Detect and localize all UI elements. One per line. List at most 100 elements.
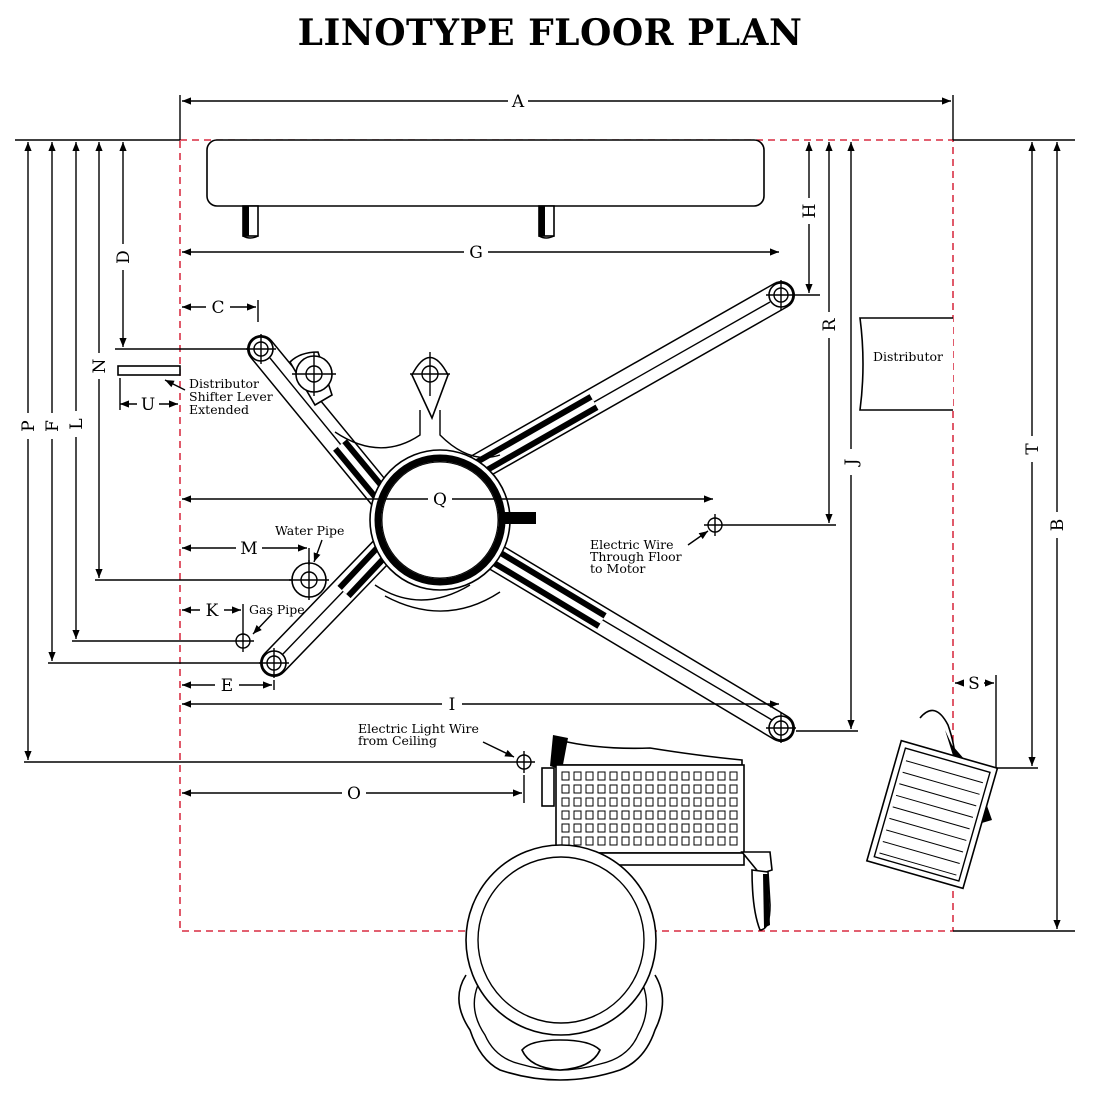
dimension-labels: A B T C D E F G H I J K L M N O P: [18, 91, 1068, 804]
keyboard-key: [645, 823, 654, 833]
keyboard-key: [585, 823, 594, 833]
keyboard-key: [573, 836, 582, 846]
keyboard-key: [717, 797, 726, 807]
keyboard-key: [585, 836, 594, 846]
keyboard-key: [693, 810, 702, 820]
keyboard-key: [621, 771, 630, 781]
keyboard-key: [585, 797, 594, 807]
light-note-line-2: from Ceiling: [358, 733, 437, 748]
keyboard-key: [681, 771, 690, 781]
distributor-shifter-lever: [117, 365, 181, 376]
keyboard-key: [669, 823, 678, 833]
keyboard-key: [681, 810, 690, 820]
keyboard-key: [705, 836, 714, 846]
wire-note-line-3: to Motor: [590, 561, 645, 576]
keyboard-key: [561, 797, 570, 807]
dimension-label-n: N: [90, 358, 110, 373]
keyboard-key: [597, 836, 606, 846]
machine-base-frame: [247, 281, 795, 742]
copy-holder-line: [885, 829, 964, 853]
keyboard-key: [633, 810, 642, 820]
keyboard-key: [693, 797, 702, 807]
copy-holder: [865, 709, 999, 890]
lug-hole-upper-center: [410, 352, 450, 396]
keyboard-key: [717, 784, 726, 794]
keyboard-key: [645, 784, 654, 794]
dimension-label-d: D: [114, 250, 134, 264]
keyboard-key: [645, 810, 654, 820]
dimension-label-r: R: [820, 317, 840, 331]
keyboard-key: [573, 823, 582, 833]
copy-holder-line: [889, 817, 967, 841]
keyboard-key: [609, 836, 618, 846]
leg-pivot-lower-left: [259, 648, 289, 678]
keyboard-key: [609, 823, 618, 833]
keyboard-key: [705, 797, 714, 807]
copy-holder-line: [895, 794, 974, 818]
keyboard-key: [669, 784, 678, 794]
keyboard-key: [621, 823, 630, 833]
leg-pivot-upper-left: [246, 334, 276, 364]
dimension-label-h: H: [800, 204, 820, 219]
shifter-note-line-3: Extended: [189, 402, 249, 417]
keyboard-key: [585, 810, 594, 820]
keyboard-key: [621, 784, 630, 794]
keyboard-key: [693, 771, 702, 781]
keyboard-key: [597, 771, 606, 781]
base-leg-lower-right: [483, 544, 795, 742]
dimension-label-j: J: [842, 458, 862, 467]
keyboard-key: [597, 810, 606, 820]
keyboard-key: [633, 797, 642, 807]
keyboard-key: [609, 771, 618, 781]
dimension-label-k: K: [206, 601, 219, 621]
keyboard-key: [633, 784, 642, 794]
electric-wire-point: [704, 514, 726, 536]
annotations: Distributor Shifter Lever Extended Water…: [189, 376, 682, 748]
dimension-label-m: M: [240, 539, 257, 559]
leg-pivot-lower-right: [766, 713, 796, 743]
dimension-label-e: E: [221, 676, 233, 696]
dimension-label-u: U: [141, 395, 155, 415]
keyboard-key: [717, 771, 726, 781]
keyboard-key: [573, 810, 582, 820]
keyboard-key: [669, 797, 678, 807]
wire-note-line-2: Through Floor: [590, 549, 682, 564]
lug-hole-upper-left: [292, 352, 336, 396]
keyboard-key: [657, 836, 666, 846]
keyboard-key: [609, 810, 618, 820]
keyboard-key: [597, 784, 606, 794]
dimension-label-c: C: [211, 298, 224, 318]
keyboard-key: [633, 771, 642, 781]
keyboard-key: [657, 797, 666, 807]
keyboard-key: [657, 771, 666, 781]
dimension-label-b: B: [1048, 519, 1068, 532]
shifter-note-line-1: Distributor: [189, 376, 259, 391]
dimension-label-g: G: [469, 243, 483, 263]
gas-pipe-label: Gas Pipe: [249, 602, 305, 617]
keyboard-key: [561, 771, 570, 781]
copy-holder-line: [882, 840, 960, 864]
dimension-label-q: Q: [433, 490, 447, 510]
keyboard-key: [717, 823, 726, 833]
wire-note-line-1: Electric Wire: [590, 537, 674, 552]
keyboard-key: [693, 823, 702, 833]
keyboard-key: [573, 771, 582, 781]
dimension-label-a: A: [511, 92, 525, 112]
copy-holder-line: [905, 760, 983, 784]
dimension-label-f: F: [43, 420, 63, 432]
keyboard-key: [633, 836, 642, 846]
keyboard-key: [621, 836, 630, 846]
keyboard-key: [729, 797, 738, 807]
keyboard-key: [681, 784, 690, 794]
keyboard-key: [609, 784, 618, 794]
keyboard-key: [597, 823, 606, 833]
keyboard-key: [729, 810, 738, 820]
copy-holder-line: [902, 771, 980, 795]
keyboard-key: [681, 797, 690, 807]
shifter-note-line-2: Shifter Lever: [189, 389, 273, 404]
keyboard-key: [705, 823, 714, 833]
light-note-line-1: Electric Light Wire: [358, 721, 479, 736]
keyboard-key: [561, 784, 570, 794]
water-pipe-label: Water Pipe: [275, 523, 344, 538]
water-pipe-point: [289, 560, 329, 600]
